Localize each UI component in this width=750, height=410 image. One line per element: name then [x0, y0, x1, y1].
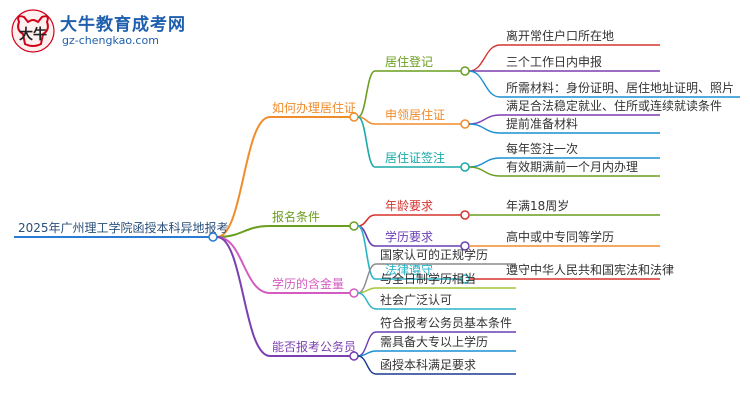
sub-dot: [460, 162, 470, 172]
sub-link: [357, 225, 376, 280]
leaf-link: [468, 114, 501, 125]
leaf-link: [357, 287, 377, 294]
leaf-link: [357, 350, 377, 357]
leaf-node: 符合报考公务员基本条件: [380, 316, 513, 330]
sub-dot: [460, 210, 470, 220]
leaf-node: 函授本科满足要求: [380, 358, 477, 372]
svg-text:大牛: 大牛: [19, 26, 47, 43]
branch-node: 能否报考公务员: [272, 340, 357, 354]
leaf-link: [468, 157, 501, 168]
leaf-node: 需具备大专以上学历: [380, 335, 489, 349]
branch-link: [216, 236, 271, 357]
sub-link: [357, 214, 376, 227]
sub-link: [357, 70, 376, 118]
branch-node: 学历的含金量: [272, 277, 345, 291]
leaf-node: 离开常住户口所在地: [506, 29, 615, 43]
leaf-node: 所需材料：身份证明、居住地址证明、照片: [506, 81, 735, 95]
sub-node: 居住证签注: [385, 151, 446, 165]
leaf-node: 提前准备材料: [506, 117, 579, 131]
branch-dot: [349, 221, 359, 231]
branch-link: [216, 116, 271, 238]
leaf-node: 有效期满前一个月内办理: [506, 160, 639, 174]
sub-node: 申领居住证: [385, 108, 446, 122]
root-node: 2025年广州理工学院函授本科异地报考: [18, 221, 229, 235]
leaf-link: [468, 123, 501, 134]
leaf-link: [468, 44, 501, 72]
logo: 大牛 大牛教育成考网 gz-chengkao.com: [10, 8, 200, 54]
sub-dot: [460, 119, 470, 129]
leaf-node: 高中或中专同等学历: [506, 230, 615, 244]
leaf-link: [357, 355, 377, 375]
leaf-node: 年满18周岁: [506, 199, 570, 213]
branch-link: [216, 225, 271, 238]
bull-logo-icon: 大牛: [11, 9, 55, 53]
leaf-link: [468, 70, 501, 98]
sub-node: 年龄要求: [385, 199, 434, 213]
leaf-node: 社会广泛认可: [380, 293, 453, 307]
leaf-link: [357, 331, 377, 357]
branch-node: 如何办理居住证: [272, 101, 357, 115]
leaf-node: 国家认可的正规学历: [380, 248, 489, 262]
leaf-node: 与全日制学历相当: [380, 272, 477, 286]
leaf-link: [357, 292, 377, 310]
branch-link: [216, 236, 271, 294]
leaf-node: 三个工作日内申报: [506, 55, 603, 69]
sub-node: 法律遵守: [385, 263, 434, 277]
leaf-link: [357, 263, 377, 294]
branch-node: 报名条件: [272, 210, 321, 224]
sub-node: 居住登记: [385, 55, 434, 69]
logo-name: 大牛教育成考网: [60, 15, 186, 35]
leaf-node: 每年签注一次: [506, 142, 579, 156]
sub-dot: [460, 66, 470, 76]
leaf-node: 满足合法稳定就业、住所或连续就读条件: [506, 99, 723, 113]
sub-link: [357, 116, 376, 168]
branch-dot: [349, 288, 359, 298]
logo-url: gz-chengkao.com: [62, 34, 159, 47]
sub-node: 学历要求: [385, 230, 434, 244]
leaf-node: 遵守中华人民共和国宪法和法律: [506, 263, 675, 277]
leaf-link: [468, 166, 501, 177]
